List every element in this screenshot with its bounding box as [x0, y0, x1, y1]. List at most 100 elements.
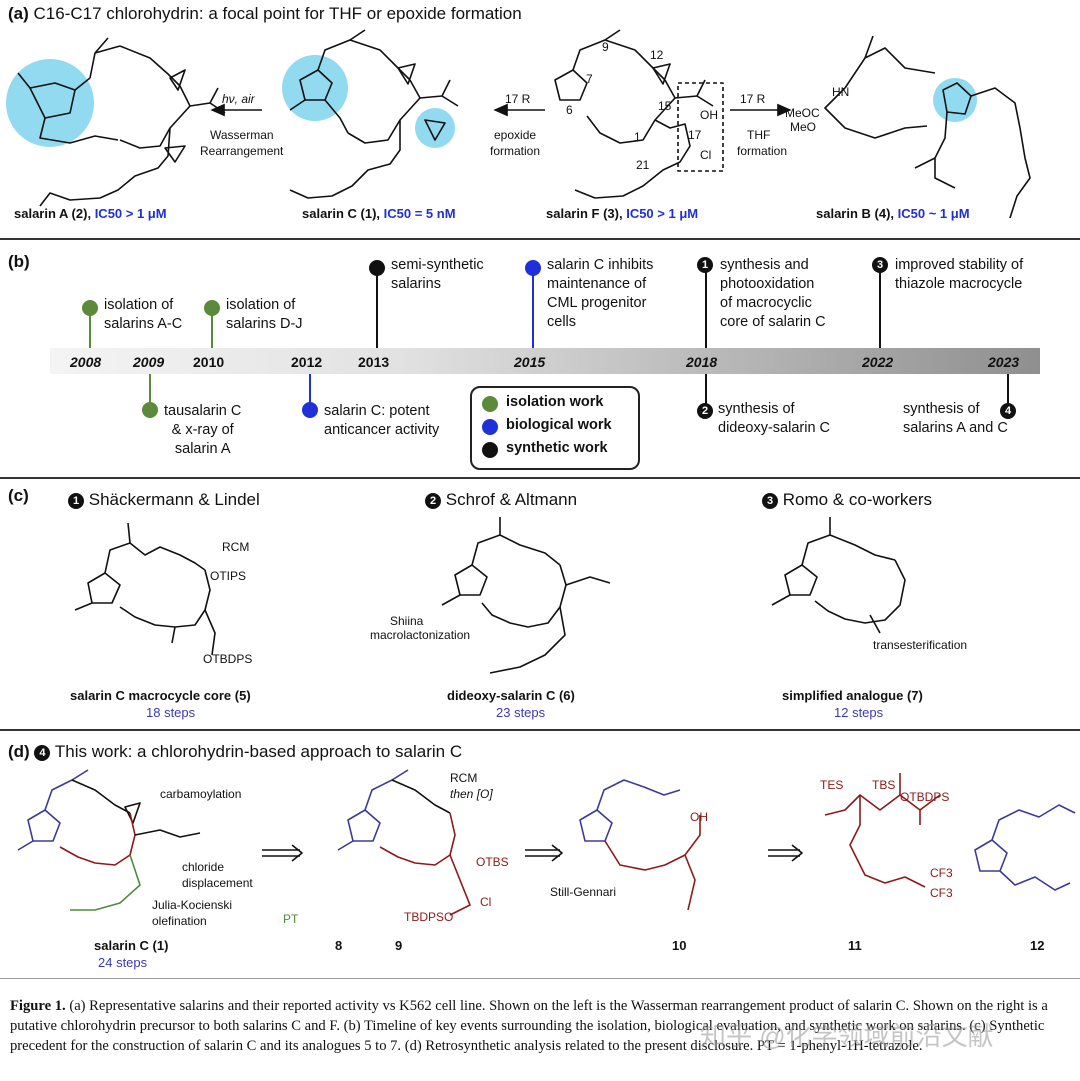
event-dot: [142, 402, 158, 418]
group-tes: TES: [820, 778, 844, 792]
structure-salarin-b: [824, 35, 1031, 219]
compound-activity: IC50 ~ 1 μM: [897, 206, 970, 221]
event-dot: [82, 300, 98, 316]
steps-compound-7: 12 steps: [834, 705, 884, 720]
panel-a-title: (a) C16-C17 chlorohydrin: a focal point …: [8, 4, 522, 24]
label-still-gennari: Still-Gennari: [550, 885, 617, 899]
year-label: 2023: [988, 354, 1020, 370]
year-label: 2008: [70, 354, 102, 370]
panel-a-label: (a): [8, 4, 29, 23]
caption-compound-6: dideoxy-salarin C (6): [447, 688, 575, 703]
atom-label: MeOC: [785, 106, 820, 120]
caption-salarin-a: salarin A (2), IC50 > 1 μM: [14, 206, 167, 221]
atom-label: OH: [700, 108, 718, 122]
compound-name: salarin F (3),: [546, 206, 627, 221]
atom-label: 6: [566, 103, 573, 117]
structure-salarin-a: [6, 37, 226, 207]
label-carbamoylation: carbamoylation: [160, 787, 242, 801]
year-label: 2010: [193, 354, 225, 370]
group-3-heading: 3 Romo & co-workers: [762, 490, 932, 510]
year-label: 2018: [686, 354, 718, 370]
structure-7: [771, 517, 906, 634]
compound-activity: IC50 = 5 nM: [383, 206, 456, 221]
arrow-epoxide-top: 17 R: [505, 92, 531, 106]
legend-dot-blue: [482, 419, 498, 435]
panel-b-label: (b): [8, 252, 30, 271]
caption-compound-5: salarin C macrocycle core (5): [70, 688, 251, 703]
watermark: 知乎 @化学领域前沿文献: [700, 1021, 994, 1051]
compound-name: salarin C (1),: [302, 206, 384, 221]
event-dot: [204, 300, 220, 316]
steps-compound-5: 18 steps: [146, 705, 196, 720]
label-transesterification: transesterification: [873, 638, 968, 652]
group-cf3-a: CF3: [930, 866, 953, 880]
label-compound-8: 8: [335, 938, 343, 953]
atom-label: HN: [832, 85, 850, 99]
legend: isolation work biological work synthetic…: [470, 386, 640, 470]
legend-dot-green: [482, 396, 498, 412]
divider: [0, 729, 1080, 731]
legend-synthetic: synthetic work: [506, 440, 608, 456]
panel-a-heading: C16-C17 chlorohydrin: a focal point for …: [33, 4, 522, 23]
compound-name: salarin A (2),: [14, 206, 95, 221]
compound-activity: IC50 > 1 μM: [94, 206, 167, 221]
arrow-wasserman-bottom1: Wasserman: [210, 128, 274, 142]
atom-label: MeO: [790, 120, 817, 134]
year-label: 2015: [514, 354, 546, 370]
divider: [0, 477, 1080, 479]
event-dot: [525, 260, 541, 276]
structure-salarin-c-retro: [17, 769, 201, 911]
timeline: [50, 260, 1040, 418]
group-otbs: OTBS: [476, 855, 509, 869]
label-otips: OTIPS: [210, 569, 247, 583]
label-rcm: RCM: [222, 540, 250, 554]
atom-label: 7: [586, 72, 593, 86]
group-2-heading: 2 Schrof & Altmann: [425, 490, 577, 510]
label-then-o: then [O]: [450, 787, 493, 801]
atom-label: 12: [650, 48, 664, 62]
label-compound-12: 12: [1030, 938, 1045, 953]
compound-name: salarin B (4),: [816, 206, 898, 221]
group-pt: PT: [283, 912, 299, 926]
group-tbdpso: TBDPSO: [404, 910, 454, 924]
event-dot: [302, 402, 318, 418]
atom-label: Cl: [700, 148, 712, 162]
arrow-wasserman-top: hν, air: [222, 92, 255, 106]
atom-label: 21: [636, 158, 650, 172]
label-compound-10: 10: [672, 938, 687, 953]
atom-label: 9: [602, 40, 609, 54]
panel-d-structures: [17, 769, 1076, 916]
atom-label: 17: [688, 128, 702, 142]
label-otbdps: OTBDPS: [203, 652, 253, 666]
year-label: 2013: [358, 354, 390, 370]
atom-label: 1: [634, 130, 641, 144]
label-macrolactonization: macrolactonization: [370, 628, 471, 642]
badge-4: 4: [1000, 402, 1016, 420]
label-olefination: olefination: [152, 914, 207, 928]
arrow-epoxide-bottom2: formation: [490, 144, 541, 158]
steps-salarin-c-d: 24 steps: [98, 955, 148, 970]
arrow-thf-top: 17 R: [740, 92, 766, 106]
group-cl: Cl: [480, 895, 492, 909]
badge-3: 3: [872, 256, 888, 274]
badge-1: 1: [697, 256, 713, 274]
structure-12: [974, 804, 1076, 891]
divider: [0, 978, 1080, 979]
panel-a-structures: [6, 29, 1031, 219]
arrow-thf-bottom1: THF: [747, 128, 771, 142]
figure-label: Figure 1.: [10, 998, 66, 1014]
divider: [0, 238, 1080, 240]
label-julia-kocienski: Julia-Kocienski: [152, 898, 233, 912]
label-shiina: Shiina: [390, 614, 424, 628]
arrow-epoxide-bottom1: epoxide: [494, 128, 537, 142]
label-rcm-d: RCM: [450, 771, 478, 785]
caption-salarin-c: salarin C (1), IC50 = 5 nM: [302, 206, 456, 221]
